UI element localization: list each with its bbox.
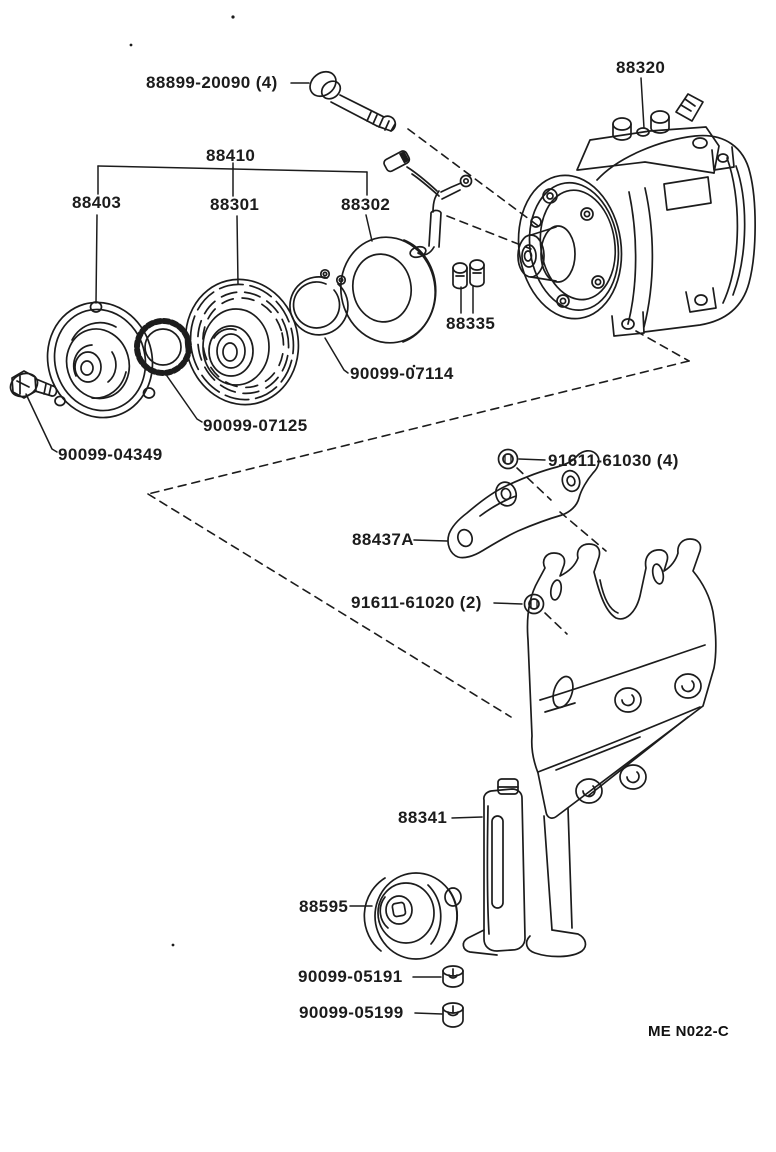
part-label-90099-07125: 90099-07125 bbox=[203, 416, 308, 435]
bracket-88437a-drawing bbox=[447, 450, 600, 559]
mounting-bracket-88341-drawing bbox=[462, 538, 717, 958]
assembly-axis-dashed-lines bbox=[147, 128, 690, 718]
idler-pulley-88595-drawing bbox=[363, 872, 462, 960]
nut-05199-drawing bbox=[442, 1002, 464, 1028]
part-label-90099-04349: 90099-04349 bbox=[58, 445, 163, 464]
pulley-88301-drawing bbox=[184, 278, 300, 406]
magnet-coil-88302-drawing bbox=[339, 150, 473, 344]
part-label-88341: 88341 bbox=[398, 808, 448, 827]
leader-lines bbox=[25, 77, 645, 1015]
part-label-88403: 88403 bbox=[72, 193, 122, 212]
lock-washer-07125-drawing bbox=[134, 318, 192, 376]
part-label-88335: 88335 bbox=[446, 314, 496, 333]
part-label-88301: 88301 bbox=[210, 195, 260, 214]
fastener-symbol-61020-icon bbox=[523, 593, 545, 615]
part-label-88302: 88302 bbox=[341, 195, 391, 214]
mount-bolt-88899-drawing bbox=[309, 70, 397, 132]
part-label-90099-07114: 90099-07114 bbox=[350, 364, 454, 383]
part-label-88595: 88595 bbox=[299, 897, 349, 916]
drawing-code: ME N022-C bbox=[648, 1023, 730, 1040]
part-label-90099-05199: 90099-05199 bbox=[299, 1003, 404, 1022]
part-label-88899-20090: 88899-20090 (4) bbox=[146, 73, 278, 92]
nut-05191-drawing bbox=[442, 965, 464, 988]
bolt-04349-drawing bbox=[9, 370, 58, 399]
part-label-88410: 88410 bbox=[206, 146, 256, 165]
part-label-88320: 88320 bbox=[616, 58, 666, 77]
bolt-88335-drawing bbox=[452, 259, 485, 290]
snap-ring-07114-drawing bbox=[289, 268, 349, 336]
scan-specks bbox=[129, 15, 416, 947]
part-label-91611-61020: 91611-61020 (2) bbox=[351, 593, 482, 612]
part-label-90099-05191: 90099-05191 bbox=[298, 967, 403, 986]
part-label-88437a: 88437A bbox=[352, 530, 414, 549]
part-label-91611-61030: 91611-61030 (4) bbox=[548, 451, 679, 470]
compressor-88320-drawing bbox=[517, 93, 756, 337]
clutch-plate-88403-drawing bbox=[46, 301, 156, 419]
fastener-symbol-61030-icon bbox=[497, 448, 519, 470]
